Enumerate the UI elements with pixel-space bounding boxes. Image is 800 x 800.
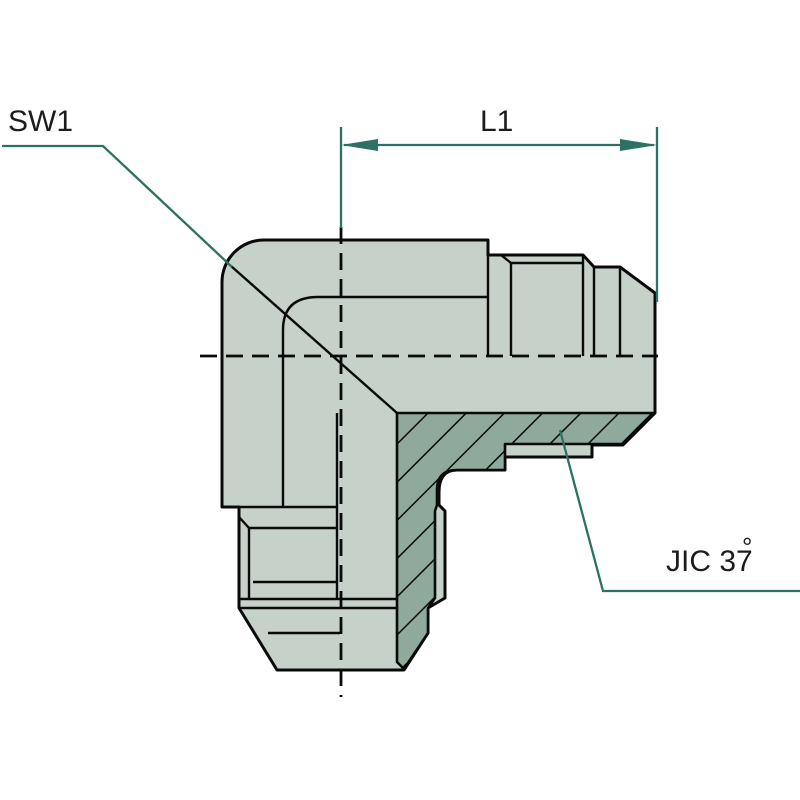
centerlines	[200, 227, 658, 697]
right-port-hex-chamfer	[500, 254, 512, 264]
corner-chamfer-edge	[230, 265, 398, 414]
jic-leader-line	[558, 429, 800, 593]
bottom-port-hex-chamfer	[238, 516, 250, 529]
label-jic37: JIC 37 °	[558, 429, 800, 593]
sw1-leader-line	[2, 144, 233, 268]
inner-contour	[281, 295, 488, 507]
label-sw1: SW1	[2, 105, 233, 268]
sw1-label: SW1	[8, 105, 73, 138]
jic-degree-symbol: °	[742, 532, 752, 562]
section-hatch-region	[395, 411, 655, 671]
l1-arrowhead-right	[620, 139, 657, 151]
section-hatch	[395, 411, 655, 671]
dimension-l1: L1	[339, 105, 659, 302]
l1-label: L1	[480, 105, 513, 138]
l1-arrowhead-left	[341, 139, 378, 151]
jic-label: JIC 37	[666, 545, 753, 578]
